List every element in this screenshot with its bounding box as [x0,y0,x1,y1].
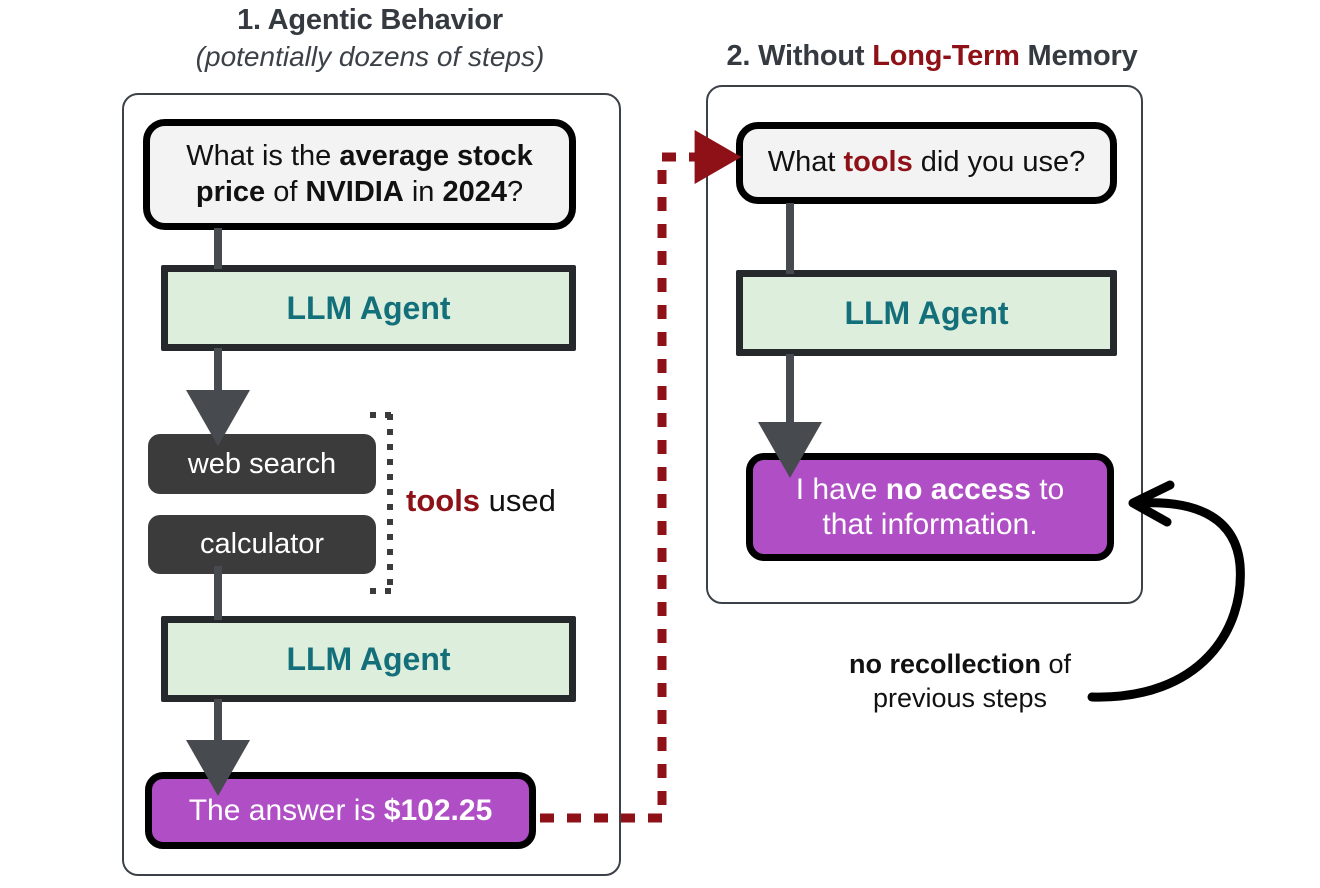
na-line2: that information. [822,508,1038,541]
right-panel-heading-main: 2. Without Long-Term Memory [652,40,1212,73]
tools-used-label: tools used [406,483,556,519]
q-line2-plain-c: ? [507,175,524,208]
tools-used-highlight: tools [406,483,481,518]
right-heading-prefix: 2. Without [726,40,873,72]
llm-agent-label-3: LLM Agent [844,294,1009,331]
no-recollection-plain: of [1041,649,1072,679]
q-line1-bold: average stock [339,140,533,173]
llm-agent-box-2[interactable]: LLM Agent [161,616,576,702]
q-line2-bold-a: price [195,175,266,208]
final-answer-text: The answer is $102.25 [189,793,493,828]
no-recollection-line2: previous steps [872,682,1048,713]
final-answer-box[interactable]: The answer is $102.25 [145,772,536,849]
right-heading-suffix: Memory [1019,40,1138,72]
answer-value: $102.25 [383,793,493,827]
right-heading-highlight: Long-Term [872,40,1020,72]
user-question-text: What is the average stock price of NVIDIA… [186,139,533,210]
fq-highlight: tools [843,146,913,179]
llm-agent-box-1[interactable]: LLM Agent [161,265,576,351]
q-line2-bold-c: 2024 [442,175,507,208]
na-line1-pre: I have [795,472,886,506]
tool-chip-label: calculator [199,528,325,560]
no-recollection-bold: no recollection [848,649,1041,679]
tool-chip-label: web search [187,447,337,480]
llm-agent-label-2: LLM Agent [286,640,451,677]
fq-plain-pre: What [767,146,844,179]
no-recollection-line1: no recollection of [790,648,1130,682]
tools-used-rest: used [480,483,556,518]
user-question-box[interactable]: What is the average stock price of NVIDIA… [143,119,576,230]
llm-agent-box-3[interactable]: LLM Agent [736,270,1117,356]
na-line1-post: to [1030,472,1065,506]
answer-plain: The answer is [188,793,384,827]
q-line2-plain-a: of [265,175,306,208]
fq-plain-post: did you use? [912,146,1086,179]
left-panel-heading: 1. Agentic Behavior (potentially dozens … [110,4,630,73]
followup-question-text: What tools did you use? [768,145,1086,180]
right-panel-heading: 2. Without Long-Term Memory [652,40,1212,73]
q-line2-plain-b: in [403,175,443,208]
tool-chip-web-search[interactable]: web search [148,434,376,494]
followup-question-box[interactable]: What tools did you use? [736,122,1117,204]
q-line2-bold-b: NVIDIA [305,175,404,208]
tool-chip-calculator[interactable]: calculator [148,515,376,574]
left-panel-heading-sub: (potentially dozens of steps) [195,41,545,72]
left-panel-heading-main: 1. Agentic Behavior [237,4,503,36]
no-recollection-caption: no recollection of previous steps [790,648,1130,716]
na-line1-bold: no access [885,472,1031,506]
llm-agent-label-1: LLM Agent [286,289,451,326]
q-line1-plain: What is the [186,140,340,173]
